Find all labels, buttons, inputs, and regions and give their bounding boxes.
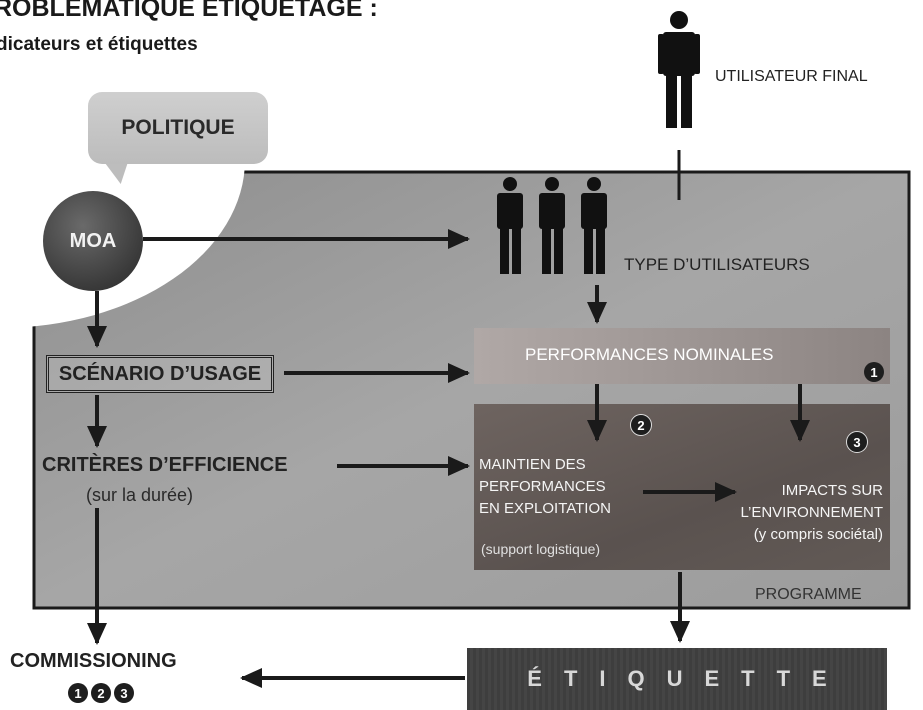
utilisateur-final-label: UTILISATEUR FINAL <box>715 68 868 85</box>
politique-label: POLITIQUE <box>121 116 235 139</box>
performances-nominales-box <box>474 328 890 384</box>
impacts-line-1: IMPACTS SUR <box>781 482 883 499</box>
marker-1-text: 1 <box>870 364 878 380</box>
commissioning-marker-1-text: 1 <box>74 685 82 701</box>
etiquette-label: ÉTIQUETTE <box>527 666 849 691</box>
marker-2: 2 <box>630 414 652 436</box>
moa-circle: MOA <box>43 191 143 291</box>
marker-1: 1 <box>864 362 884 382</box>
performances-nominales-label: PERFORMANCES NOMINALES <box>525 345 774 364</box>
maintien-impacts-box <box>474 404 890 570</box>
maintien-line-2: PERFORMANCES <box>479 478 606 495</box>
maintien-line-3: EN EXPLOITATION <box>479 500 611 517</box>
scenario-usage-box: SCÉNARIO D’USAGE <box>46 355 274 393</box>
programme-label: PROGRAMME <box>755 586 862 603</box>
group-of-persons-icon <box>497 177 607 274</box>
type-utilisateurs-label: TYPE D’UTILISATEURS <box>624 255 810 274</box>
support-logistique-label: (support logistique) <box>481 541 601 557</box>
commissioning-marker-3-text: 3 <box>120 685 128 701</box>
commissioning-marker-2: 2 <box>91 683 111 703</box>
criteres-efficience-label: CRITÈRES D’EFFICIENCE <box>42 454 288 476</box>
commissioning-marker-2-text: 2 <box>97 685 105 701</box>
commissioning-marker-3: 3 <box>114 683 134 703</box>
criteres-efficience-sub: (sur la durée) <box>86 485 194 505</box>
maintien-performances-label: MAINTIEN DES PERFORMANCES EN EXPLOITATIO… <box>479 454 611 520</box>
page-title: ROBLÉMATIQUE ÉTIQUETAGE : <box>0 0 378 22</box>
maintien-line-1: MAINTIEN DES <box>479 456 586 473</box>
politique-bubble: POLITIQUE <box>88 92 268 164</box>
marker-3: 3 <box>846 431 868 453</box>
marker-2-text: 2 <box>637 417 645 433</box>
scenario-usage-label: SCÉNARIO D’USAGE <box>58 362 262 385</box>
moa-label: MOA <box>69 229 117 252</box>
etiquette-bar: ÉTIQUETTE <box>467 648 887 710</box>
commissioning-marker-1: 1 <box>68 683 88 703</box>
impacts-line-3: (y compris sociétal) <box>753 526 883 543</box>
marker-3-text: 3 <box>853 434 861 450</box>
person-icon <box>658 11 700 128</box>
impacts-environnement-label: IMPACTS SUR L’ENVIRONNEMENT (y compris s… <box>683 480 883 546</box>
impacts-line-2: L’ENVIRONNEMENT <box>740 504 883 521</box>
page-subtitle: dicateurs et étiquettes <box>0 34 198 55</box>
commissioning-label: COMMISSIONING <box>10 650 177 672</box>
